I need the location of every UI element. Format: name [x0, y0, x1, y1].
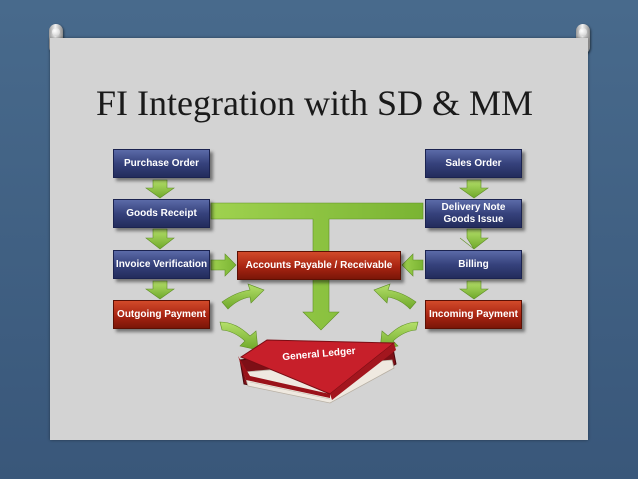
incoming-payment-box: Incoming Payment	[425, 300, 522, 329]
billing-label: Billing	[458, 258, 489, 270]
arrow-billing-to-ar	[401, 253, 424, 277]
sales-order-box: Sales Order	[425, 149, 522, 178]
invoice-verification-box: Invoice Verification	[113, 250, 210, 279]
arrow-op-to-ap	[221, 283, 265, 310]
sales-order-label: Sales Order	[445, 157, 502, 169]
arrow-dn-to-billing	[459, 228, 489, 250]
incoming-payment-label: Incoming Payment	[429, 308, 518, 320]
arrow-iv-to-op	[145, 280, 175, 300]
delivery-note-label: Delivery Note	[441, 201, 506, 213]
purchase-order-label: Purchase Order	[123, 157, 200, 169]
outgoing-payment-label: Outgoing Payment	[117, 308, 206, 320]
accounts-payable-receivable-box: Accounts Payable / Receivable	[237, 251, 401, 280]
arrow-op-to-ledger	[219, 321, 259, 351]
arrow-gr-to-iv	[145, 228, 175, 250]
arrow-po-to-gr	[145, 179, 175, 199]
arrow-so-to-dn	[459, 179, 489, 199]
slide-title: FI Integration with SD & MM	[96, 83, 533, 123]
arrow-billing-to-ip	[459, 280, 489, 300]
general-ledger-book-icon	[238, 339, 397, 404]
arrow-ip-to-ar	[373, 283, 417, 310]
purchase-order-box: Purchase Order	[113, 149, 210, 178]
goods-receipt-box: Goods Receipt	[113, 199, 210, 228]
delivery-note-box: Delivery Note Goods Issue	[425, 199, 522, 228]
outgoing-payment-box: Outgoing Payment	[113, 300, 210, 329]
billing-box: Billing	[425, 250, 522, 279]
goods-issue-label: Goods Issue	[443, 213, 504, 225]
goods-receipt-label: Goods Receipt	[126, 207, 197, 219]
invoice-verification-label: Invoice Verification	[115, 258, 208, 270]
accounts-payable-receivable-label: Accounts Payable / Receivable	[245, 259, 393, 271]
arrow-iv-to-ap	[210, 253, 237, 277]
